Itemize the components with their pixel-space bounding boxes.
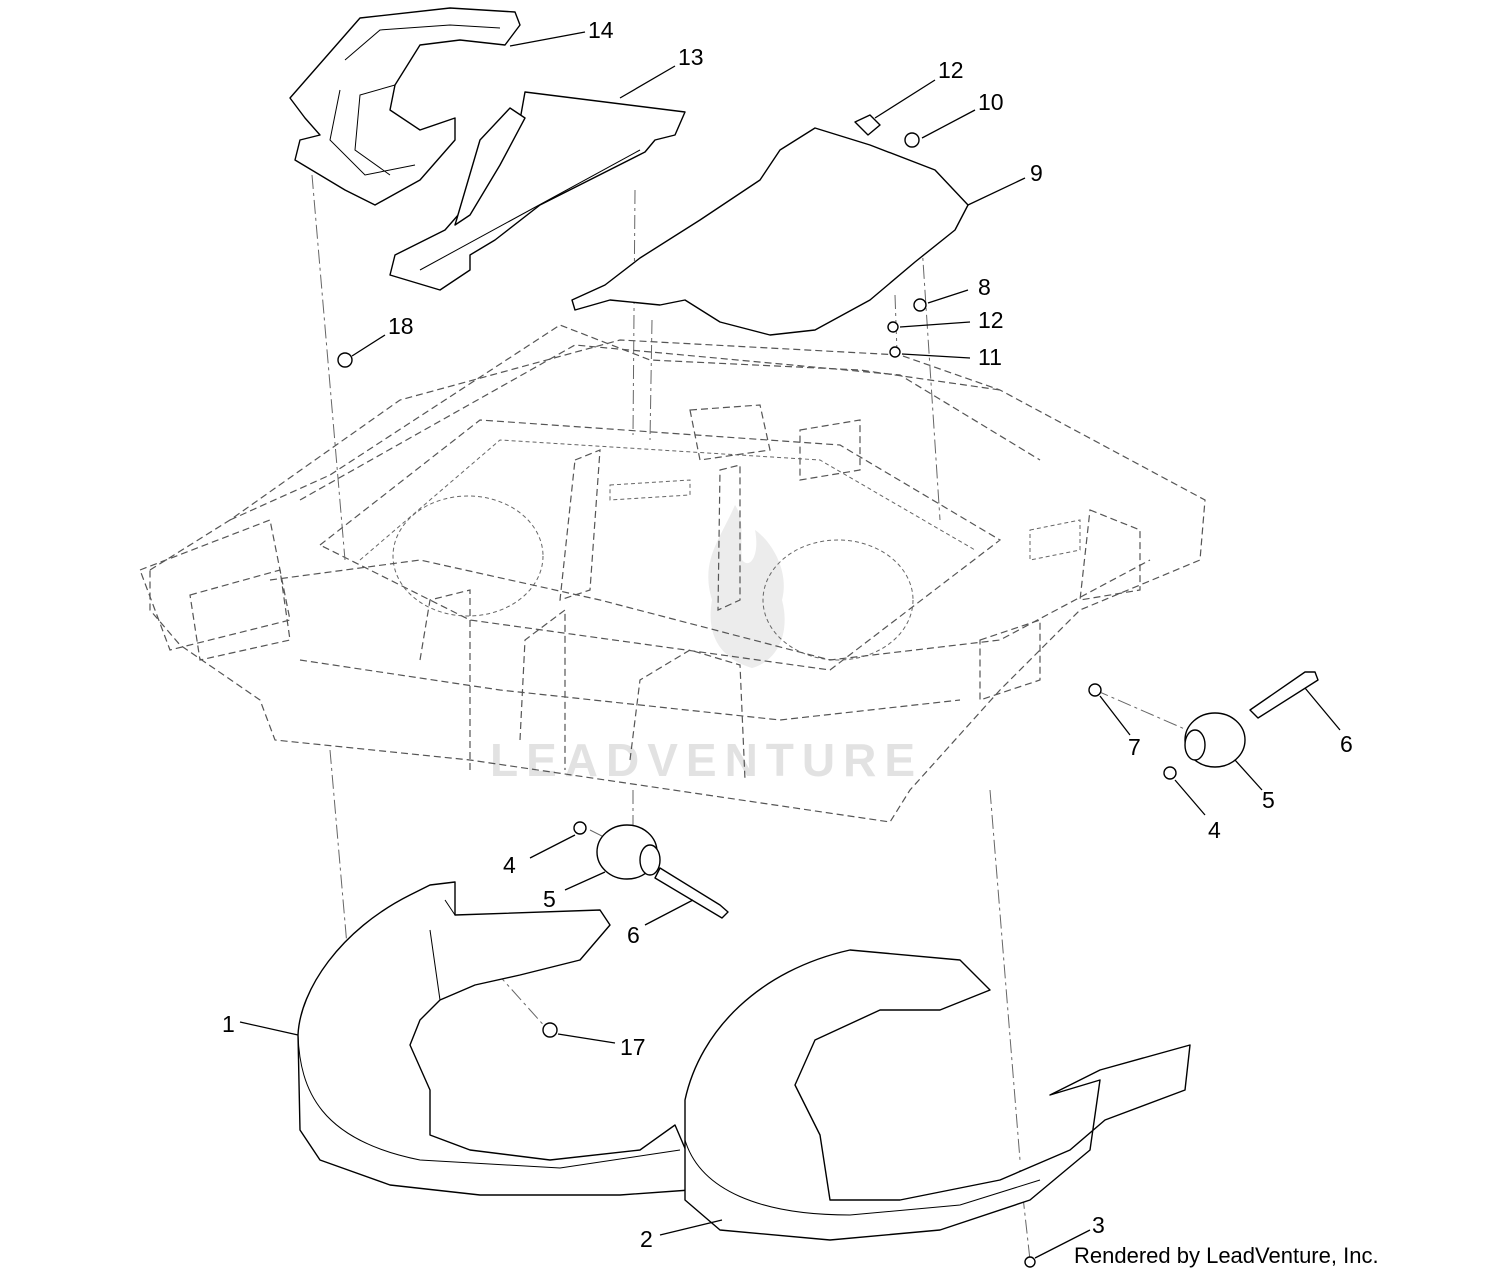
- callout-3: 3: [1092, 1212, 1105, 1238]
- callout-6b: 6: [627, 922, 640, 948]
- callout-4: 4: [1208, 817, 1221, 843]
- callout-5b: 5: [543, 886, 556, 912]
- bumper-set-left: [573, 821, 729, 919]
- callout-labels: 14 13 12 10 9 8 12 11 18 7 6 5 4 4 5 6 1…: [222, 17, 1353, 1252]
- part-2-baffle: [684, 949, 1191, 1241]
- bumper-set-right: [1088, 671, 1319, 780]
- callout-9: 9: [1030, 160, 1043, 186]
- mower-deck-phantom: [139, 324, 1206, 823]
- callout-6: 6: [1340, 731, 1353, 757]
- callout-14: 14: [588, 17, 614, 43]
- callout-11: 11: [978, 344, 1002, 370]
- render-credit: Rendered by LeadVenture, Inc.: [1074, 1243, 1379, 1268]
- callout-4b: 4: [503, 852, 516, 878]
- callout-18: 18: [388, 313, 414, 339]
- watermark: LEADVENTURE: [490, 505, 923, 786]
- callout-10: 10: [978, 89, 1004, 115]
- callout-5: 5: [1262, 787, 1275, 813]
- leader-lines: [239, 31, 1341, 1259]
- watermark-logo-icon: [708, 505, 785, 668]
- callout-13: 13: [678, 44, 704, 70]
- watermark-text: LEADVENTURE: [490, 734, 923, 786]
- callout-12: 12: [938, 57, 964, 83]
- part-13-plate: [389, 91, 686, 291]
- callout-2: 2: [640, 1226, 653, 1252]
- callout-1: 1: [222, 1011, 235, 1037]
- callout-7: 7: [1128, 734, 1141, 760]
- callout-8: 8: [978, 274, 991, 300]
- callout-17: 17: [620, 1034, 646, 1060]
- callout-12b: 12: [978, 307, 1004, 333]
- part-9-cover-plate: [571, 127, 969, 336]
- hardware-fasteners: [337, 114, 1036, 1268]
- part-14-cover: [289, 7, 521, 206]
